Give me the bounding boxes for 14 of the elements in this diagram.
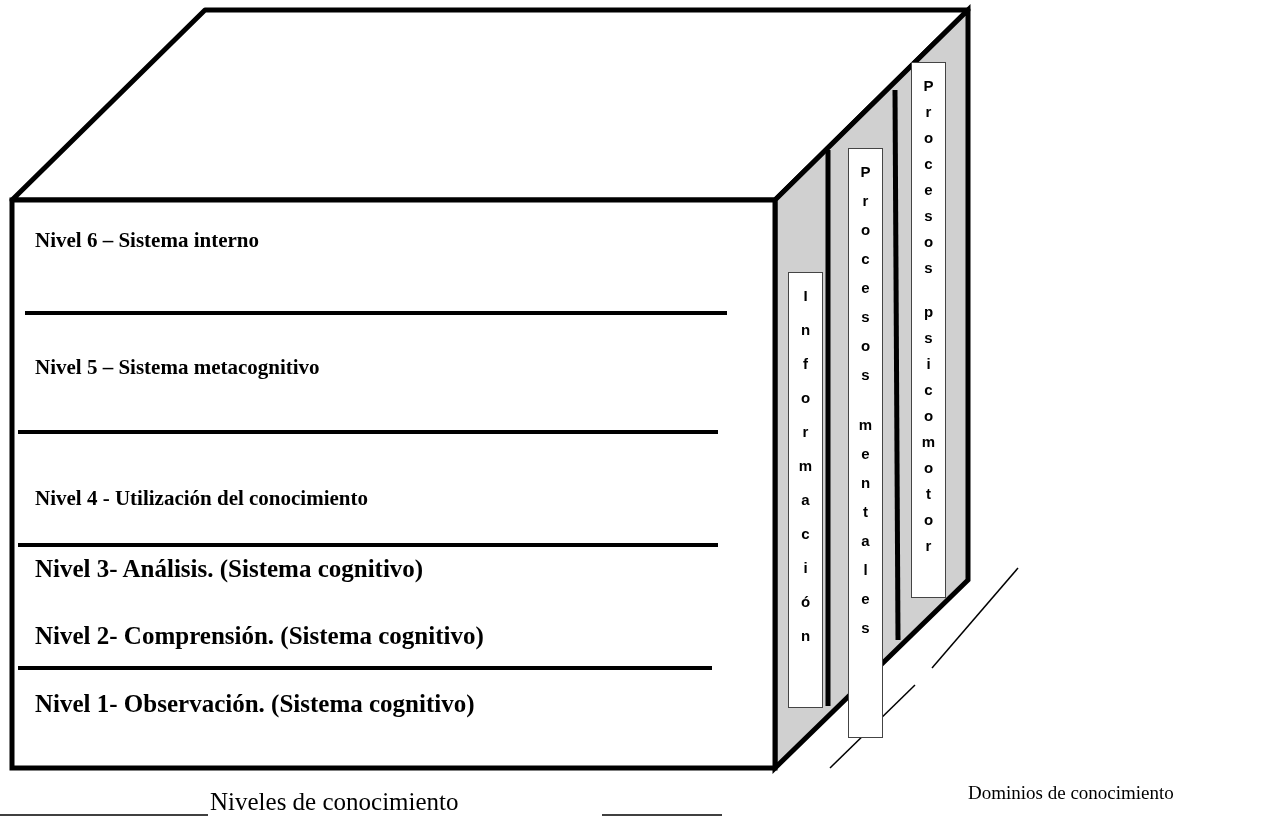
domain-label: Información xyxy=(797,287,814,663)
domain-panel xyxy=(848,148,883,738)
level-label: Nivel 3- Análisis. (Sistema cognitivo) xyxy=(35,555,424,583)
domain-panel xyxy=(911,62,946,598)
axis-caption: Niveles de conocimiento xyxy=(210,788,459,816)
level-label: Nivel 2- Comprensión. (Sistema cognitivo) xyxy=(35,622,484,650)
axis-caption: Dominios de conocimiento xyxy=(968,782,1174,804)
domain-panel xyxy=(788,272,823,708)
level-label: Nivel 1- Observación. (Sistema cognitivo) xyxy=(35,690,475,718)
level-label: Nivel 6 – Sistema interno xyxy=(35,228,259,253)
domain-label: Procesos mentales xyxy=(857,163,874,650)
level-label: Nivel 5 – Sistema metacognitivo xyxy=(35,355,320,380)
domain-label: Procesos psicomotor xyxy=(920,77,937,565)
level-label: Nivel 4 - Utilización del conocimiento xyxy=(35,486,369,511)
